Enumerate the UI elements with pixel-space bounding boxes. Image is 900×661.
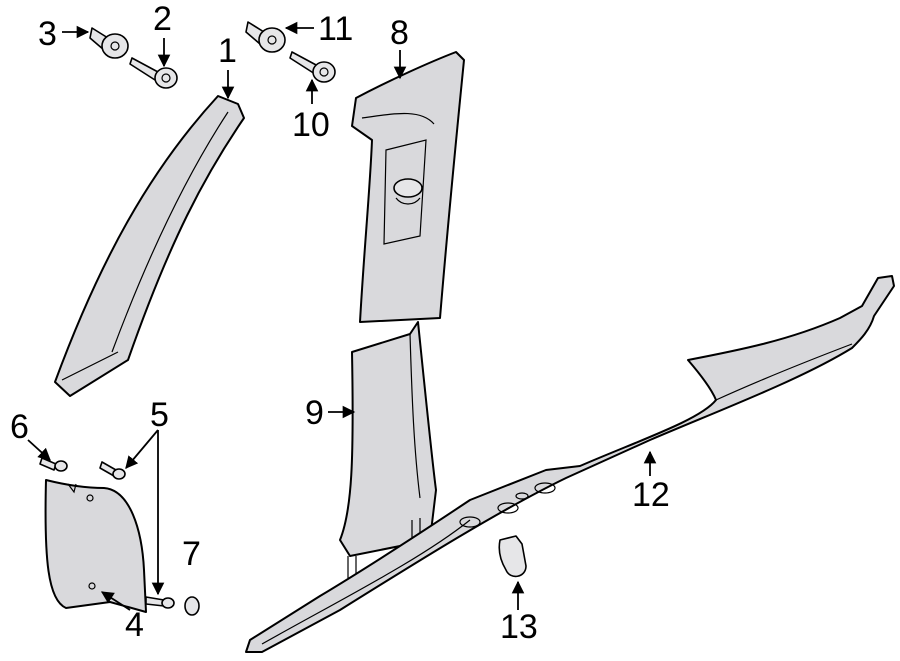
callout-12: 12 xyxy=(632,476,670,514)
part-12-sill-trim xyxy=(245,275,895,653)
callout-3: 3 xyxy=(38,15,57,53)
callout-11: 11 xyxy=(318,10,353,48)
callout-4: 4 xyxy=(125,606,144,644)
part-7-plug xyxy=(184,596,200,616)
part-10-screw xyxy=(289,51,336,83)
part-3-push-clip xyxy=(89,27,129,59)
callout-8: 8 xyxy=(390,14,409,52)
part-8-upper-b-pillar-trim xyxy=(351,51,465,323)
callout-10: 10 xyxy=(292,106,330,144)
part-2-screw xyxy=(129,57,178,89)
callout-5: 5 xyxy=(150,396,169,434)
part-4-kick-panel xyxy=(44,479,147,613)
part-1-a-pillar-trim xyxy=(54,95,245,397)
callout-13: 13 xyxy=(500,608,538,646)
leader-lines xyxy=(27,21,657,611)
part-9-lower-b-pillar-trim xyxy=(339,321,437,578)
part-5-screws xyxy=(99,461,175,609)
callout-2: 2 xyxy=(153,0,172,38)
part-6-screw xyxy=(39,457,68,472)
callout-6: 6 xyxy=(10,408,29,446)
callout-1: 1 xyxy=(218,32,237,70)
callout-7: 7 xyxy=(182,535,201,573)
part-13-clip xyxy=(498,535,527,578)
part-11-push-clip xyxy=(245,21,286,53)
callout-9: 9 xyxy=(305,394,324,432)
